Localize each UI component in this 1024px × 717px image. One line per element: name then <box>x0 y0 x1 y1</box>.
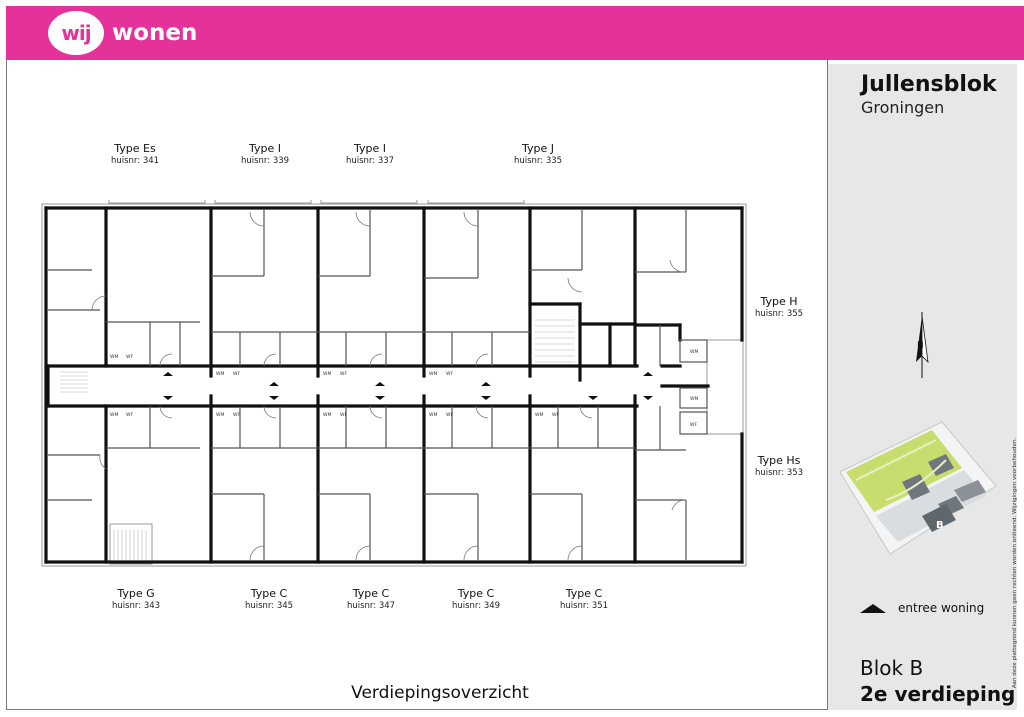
site-block-label: B <box>936 520 944 531</box>
svg-text:N: N <box>917 341 924 351</box>
unit-type: Type C <box>457 587 495 600</box>
balcony-339 <box>214 175 312 204</box>
unit-number: huisnr: 353 <box>754 468 804 478</box>
unit-type: Type J <box>521 142 554 155</box>
wf-label-347: WF <box>340 412 347 418</box>
unit-number: huisnr: 335 <box>513 156 563 166</box>
wf-label-353: WF <box>690 422 697 428</box>
unit-label-343: Type G huisnr: 343 <box>76 587 196 611</box>
legend-label: entree woning <box>898 601 985 615</box>
site-location-map: B <box>836 420 1000 574</box>
wm-label-341: WM <box>110 354 118 360</box>
wf-label-341: WF <box>126 354 133 360</box>
unit-number: huisnr: 337 <box>345 156 395 166</box>
unit-label-353: Type Hs huisnr: 353 <box>719 454 839 478</box>
unit-label-339: Type I huisnr: 339 <box>205 142 325 166</box>
wf-label-345: WF <box>233 412 240 418</box>
unit-number: huisnr: 351 <box>559 601 609 611</box>
wf-label-337: WF <box>340 371 347 377</box>
north-arrow-icon: N <box>900 310 944 384</box>
wm-label-353: WM <box>690 396 698 402</box>
unit-type: Type Es <box>114 142 156 155</box>
drawing-frame <box>6 60 828 710</box>
wm-label-347: WM <box>323 412 331 418</box>
logo-badge: wij <box>48 11 104 55</box>
unit-type: Type C <box>250 587 288 600</box>
unit-number: huisnr: 339 <box>240 156 290 166</box>
unit-label-337: Type I huisnr: 337 <box>310 142 430 166</box>
balcony-343 <box>109 523 153 565</box>
unit-number: huisnr: 349 <box>451 601 501 611</box>
unit-label-355: Type H huisnr: 355 <box>719 295 839 319</box>
wm-label-345: WM <box>216 412 224 418</box>
unit-number: huisnr: 343 <box>111 601 161 611</box>
unit-type: Type C <box>352 587 390 600</box>
wf-label-343: WF <box>126 412 133 418</box>
project-name: Jullensblok <box>861 72 997 97</box>
info-panel: Jullensblok Groningen N B entree woning … <box>828 64 1017 710</box>
floor-label: 2e verdieping <box>860 682 1016 706</box>
balcony-337 <box>320 175 418 204</box>
entrance-triangle-icon <box>860 603 886 613</box>
balcony-341 <box>108 175 206 204</box>
unit-label-335: Type J huisnr: 335 <box>478 142 598 166</box>
unit-number: huisnr: 355 <box>754 309 804 319</box>
wf-label-335: WF <box>446 371 453 377</box>
wf-label-351: WF <box>552 412 559 418</box>
overview-title: Verdiepingsoverzicht <box>351 683 529 703</box>
unit-label-341: Type Es huisnr: 341 <box>75 142 195 166</box>
unit-label-351: Type C huisnr: 351 <box>524 587 644 611</box>
unit-type: Type C <box>565 587 603 600</box>
wm-label-349: WM <box>429 412 437 418</box>
unit-label-349: Type C huisnr: 349 <box>416 587 536 611</box>
wm-label-335: WM <box>429 371 437 377</box>
wm-label-355: WM <box>690 349 698 355</box>
unit-label-347: Type C huisnr: 347 <box>311 587 431 611</box>
balcony-355 <box>706 339 744 435</box>
balcony-335 <box>427 175 525 204</box>
floor-plan: WM WF WM WF WM WF WM WF WM WF WM WF WM W… <box>40 175 752 576</box>
unit-type: Type I <box>248 142 281 155</box>
wm-label-343: WM <box>110 412 118 418</box>
unit-type: Type I <box>353 142 386 155</box>
unit-type: Type Hs <box>757 454 801 467</box>
legend: entree woning <box>860 601 984 615</box>
wm-label-339: WM <box>216 371 224 377</box>
unit-number: huisnr: 347 <box>346 601 396 611</box>
brand-header: wij wonen <box>6 6 1024 60</box>
floor-plan-drawing: WM WF WM WF WM WF WM WF WM WF WM WF WM W… <box>41 175 747 567</box>
block-name: Blok B <box>860 656 924 680</box>
wm-label-351: WM <box>535 412 543 418</box>
unit-type: Type H <box>760 295 798 308</box>
wij-wonen-logo[interactable]: wij wonen <box>48 10 197 56</box>
logo-word: wonen <box>112 20 198 46</box>
unit-number: huisnr: 345 <box>244 601 294 611</box>
wm-label-337: WM <box>323 371 331 377</box>
unit-number: huisnr: 341 <box>110 156 160 166</box>
unit-type: Type G <box>117 587 155 600</box>
disclaimer: Aan deze plattegrond kunnen geen rechten… <box>1008 418 1022 708</box>
project-city: Groningen <box>861 98 945 117</box>
wf-label-339: WF <box>233 371 240 377</box>
wf-label-349: WF <box>446 412 453 418</box>
unit-label-345: Type C huisnr: 345 <box>209 587 329 611</box>
disclaimer-text: Aan deze plattegrond kunnen geen rechten… <box>1012 437 1018 689</box>
